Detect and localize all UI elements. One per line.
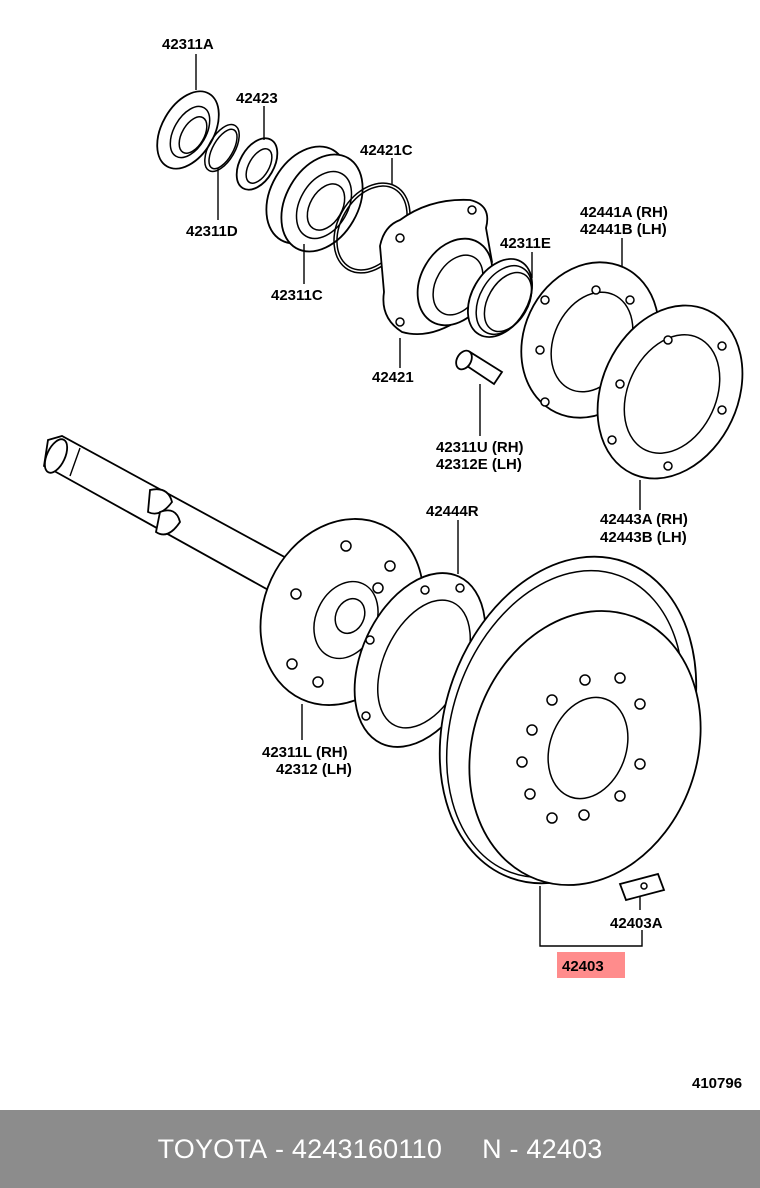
hub-bolt-42311U [455,349,504,386]
label-42311U: 42311U (RH) [436,439,524,456]
footer-part-number: 4243160110 [291,1133,443,1164]
label-42421C: 42421C [360,142,413,159]
bearing-42311C [265,145,364,253]
hole-plug-42403A [618,872,666,902]
leader-lines [195,54,643,947]
label-42441B: 42441B (LH) [580,221,667,238]
label-42423: 42423 [236,90,278,107]
footer-brand: TOYOTA [157,1133,268,1164]
label-42311L: 42311L (RH) [262,744,348,761]
oil-seal-42311E [467,258,533,338]
label-42403: 42403 [562,958,604,975]
label-42311A: 42311A [162,36,214,53]
label-42444R: 42444R [426,503,479,520]
label-42443A: 42443A (RH) [600,511,688,528]
label-42403A: 42403A [610,915,663,932]
highlight-42403 [557,952,625,978]
label-42311D: 42311D [186,223,238,240]
label-42441A: 42441A (RH) [580,204,668,221]
label-42421: 42421 [372,369,414,386]
snap-ring-42311D [204,123,240,173]
footer-separator: - [267,1133,292,1164]
plate-42443 [596,304,744,480]
footer-bar: TOYOTA - 4243160110 N - 42403 [0,1110,760,1188]
parts-diagram: 42311A 42423 42311D 42421C 42311C 42441A… [43,36,744,1092]
oil-seal-42311A [156,90,220,170]
axle-shaft [43,435,292,594]
label-42443B: 42443B (LH) [600,529,687,546]
label-42311C: 42311C [271,287,323,304]
label-42311E: 42311E [500,235,551,252]
label-42312: 42312 (LH) [276,761,352,778]
brake-drum-42403 [438,555,702,886]
label-42312E: 42312E (LH) [436,456,522,473]
reference-number: 410796 [692,1075,742,1092]
ring-42423 [235,137,279,191]
footer-ref: N - 42403 [482,1133,603,1164]
